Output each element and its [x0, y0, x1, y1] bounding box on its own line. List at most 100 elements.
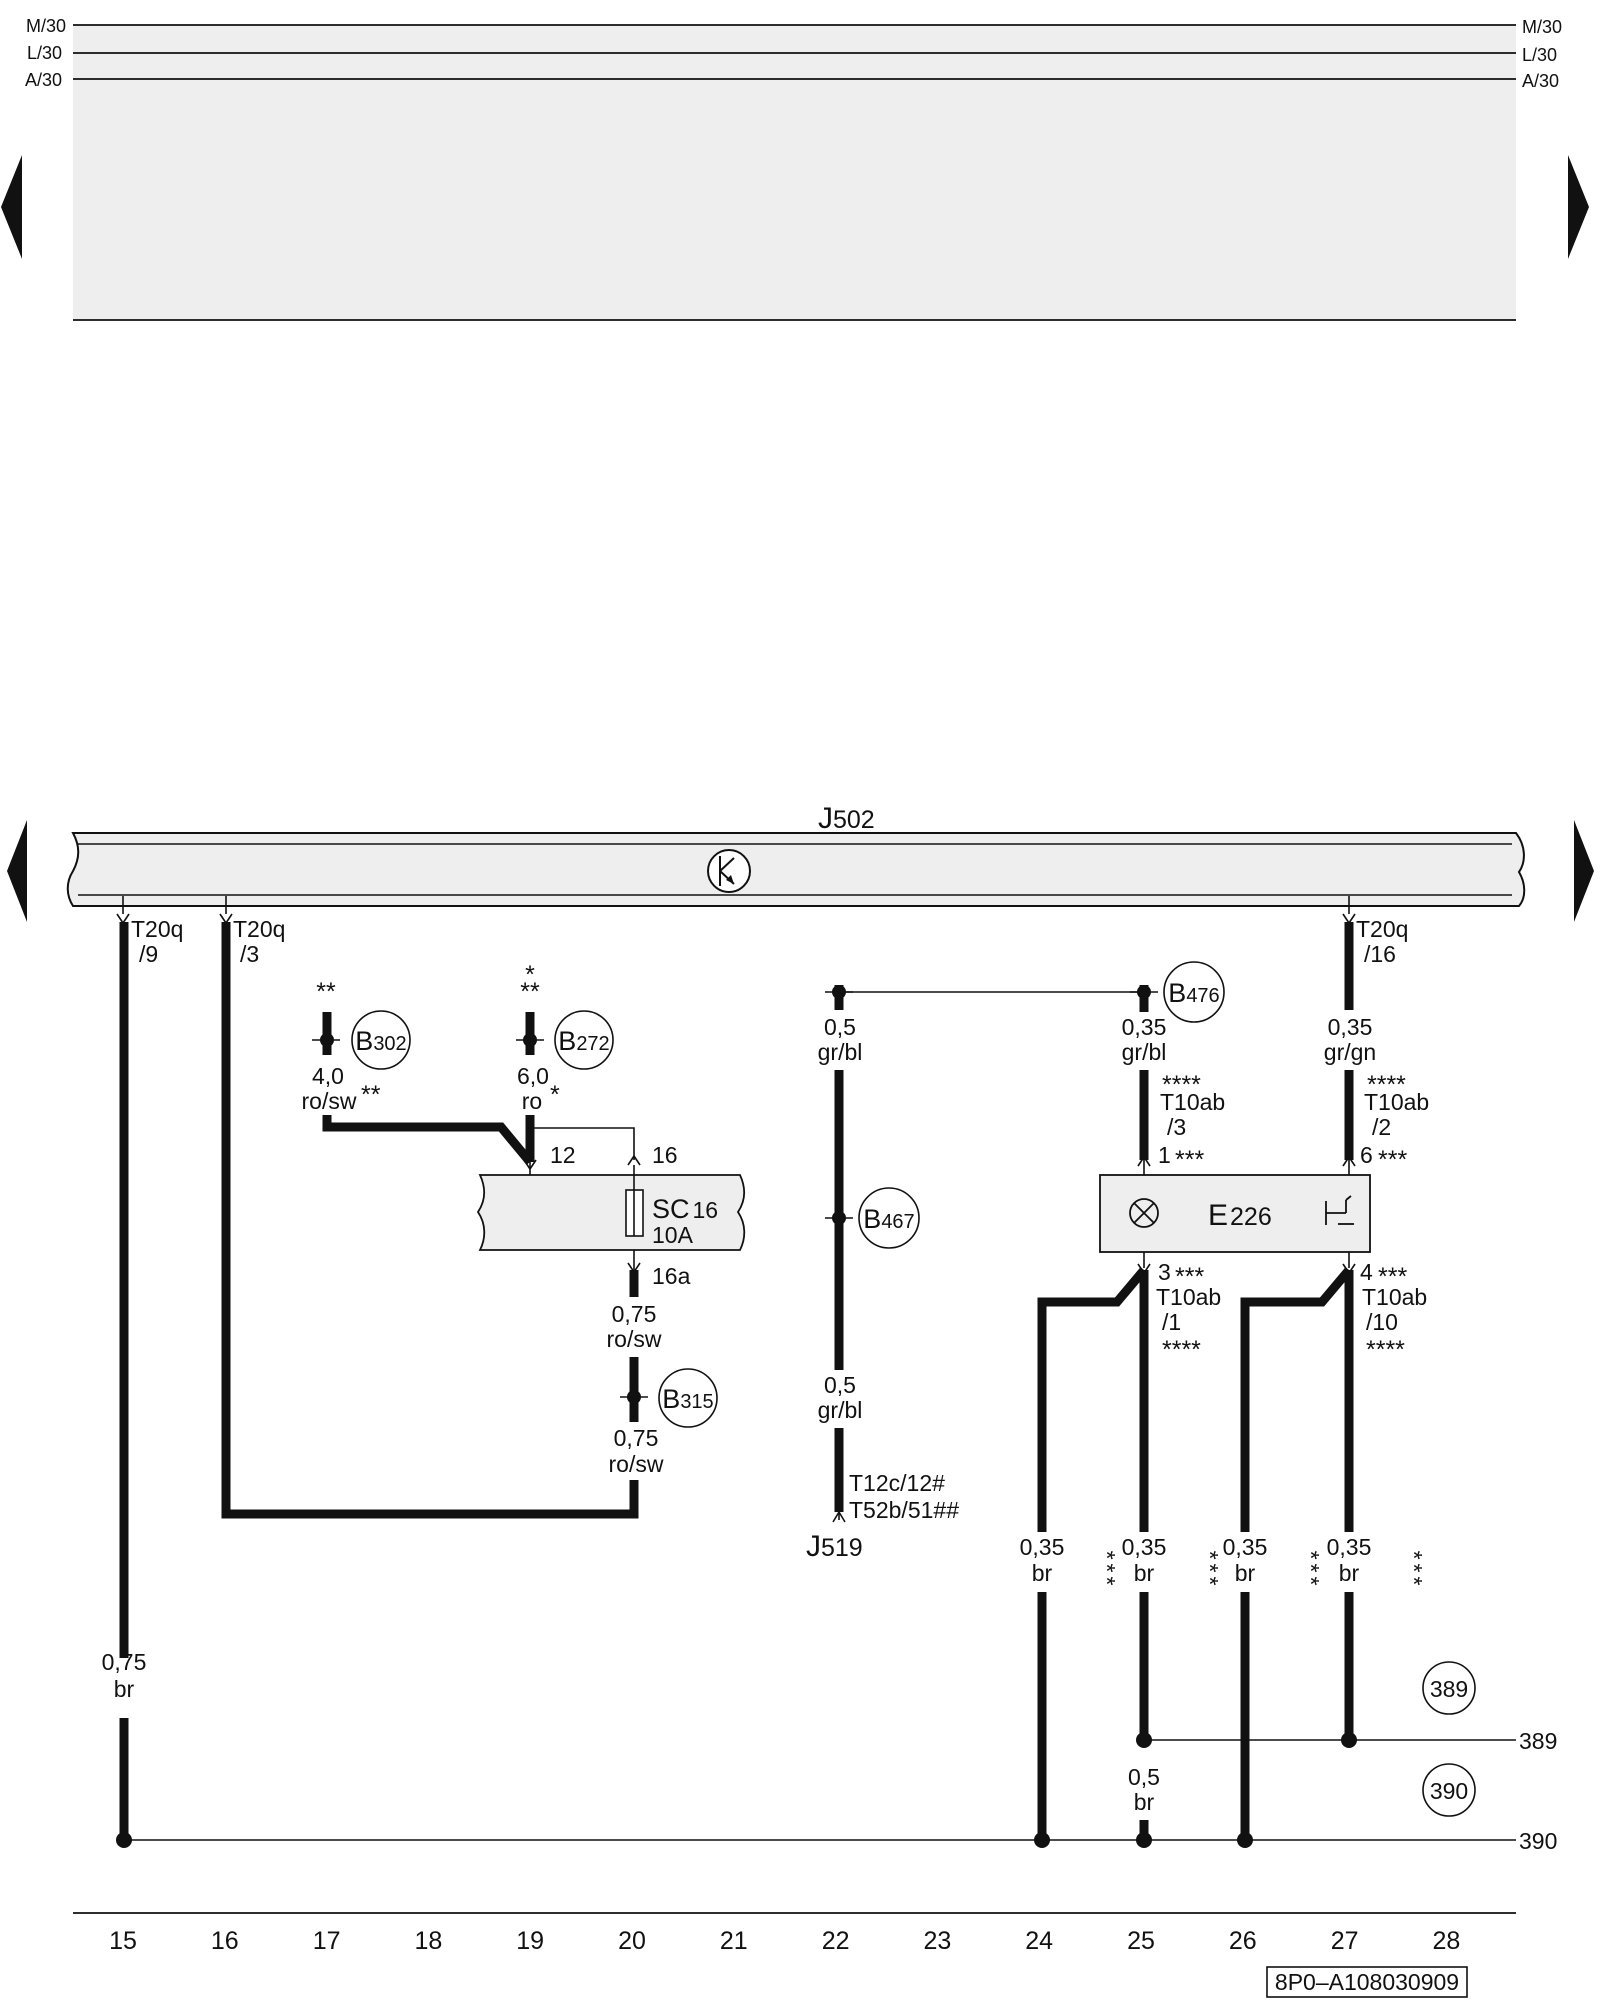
next-page-arrow-icon-lower[interactable] [1574, 820, 1594, 922]
next-page-arrow-icon[interactable] [1568, 155, 1589, 259]
track-number: 28 [1432, 1927, 1460, 1955]
pin-16-arrow-icon [627, 1154, 641, 1166]
b272-label: B272 [558, 1026, 609, 1056]
wire-br-1-color: br [1032, 1560, 1053, 1586]
track-number: 16 [211, 1927, 239, 1955]
b315-label: B315 [662, 1384, 713, 1414]
wire-size-main: 0,75 [102, 1649, 147, 1675]
j502-housing [66, 832, 1526, 907]
conn-t20q-9-b: /9 [139, 941, 158, 967]
track-number: 17 [313, 1927, 341, 1955]
wire-color-main: br [114, 1676, 135, 1702]
e226-pin1-stars: *** [1175, 1146, 1204, 1174]
b467-wire-b-size: 0,5 [824, 1372, 856, 1398]
e226-label: E226 [1208, 1199, 1272, 1232]
ground-390-joint-d [1237, 1832, 1253, 1848]
rail-label-l30-right: L/30 [1522, 45, 1557, 65]
b467-wire-a-color: gr/bl [818, 1039, 863, 1065]
conn-t20q-9-a: T20q [131, 916, 183, 942]
t10ab-1-stars: **** [1162, 1336, 1201, 1364]
b315-wire-a-color: ro/sw [607, 1326, 662, 1352]
b467-wire-a-size: 0,5 [824, 1014, 856, 1040]
wire-br-1-size: 0,35 [1020, 1534, 1065, 1560]
t10ab-1-b: /1 [1162, 1309, 1181, 1335]
b302-connector [351, 1010, 411, 1070]
wire-br-1-stars: *** [1094, 1551, 1120, 1590]
fuse-rating: 10A [652, 1222, 694, 1248]
t10ab-3-stars: **** [1162, 1071, 1201, 1099]
connector-arrow-icon [1342, 913, 1356, 925]
ground-390-badge[interactable] [1422, 1763, 1476, 1817]
j502-label: J502 [818, 802, 875, 835]
b302-color: ro/sw [302, 1088, 357, 1114]
b272-color: ro [522, 1088, 542, 1114]
wire-br-2-size: 0,35 [1122, 1534, 1167, 1560]
switch-icon [1325, 1195, 1354, 1225]
t10ab-10-b: /10 [1366, 1309, 1398, 1335]
j519-conn-b: T52b/51## [849, 1497, 959, 1523]
ground-389-joint-b [1341, 1732, 1357, 1748]
wire-br-2-color: br [1134, 1560, 1155, 1586]
t10ab-2-a: T10ab [1364, 1089, 1429, 1115]
wire-br-3-stars: *** [1298, 1551, 1324, 1590]
b467-top-joint [832, 985, 846, 999]
prev-page-arrow-icon[interactable] [1, 155, 22, 259]
e226-pin3-stars: *** [1175, 1263, 1204, 1291]
b467-label: B467 [863, 1204, 914, 1234]
conn-t20q-16-b: /16 [1364, 941, 1396, 967]
t10ab-3-b: /3 [1167, 1114, 1186, 1140]
rail-label-a30-left: A/30 [25, 70, 62, 90]
rail-label-a30-right: A/30 [1522, 71, 1559, 91]
e226-pin4-stars: *** [1378, 1263, 1407, 1291]
b476-wire-color: gr/bl [1122, 1039, 1167, 1065]
fuse-bridge [529, 1127, 635, 1162]
ground-390-end-label: 390 [1519, 1828, 1557, 1854]
doc-code-box [1266, 1966, 1468, 1998]
e226-pin6-stars: *** [1378, 1146, 1407, 1174]
b302-joint [320, 1033, 334, 1047]
track-number: 25 [1127, 1927, 1155, 1955]
connector-arrow-icon [1342, 1155, 1356, 1167]
t10ab-10-a: T10ab [1362, 1284, 1427, 1310]
track-number: 15 [109, 1927, 137, 1955]
b272-joint [523, 1033, 537, 1047]
ground-389-badge[interactable] [1422, 1661, 1476, 1715]
connector-arrow-icon [1137, 1155, 1151, 1167]
track-number: 21 [720, 1927, 748, 1955]
fuse-pin-12-label: 12 [550, 1142, 576, 1168]
rail-label-m30-right: M/30 [1522, 17, 1562, 37]
conn-t20q-3-b: /3 [240, 941, 259, 967]
ground-390-joint-a [116, 1832, 132, 1848]
prev-page-arrow-icon-lower[interactable] [7, 820, 27, 922]
e226-pin1: 1 [1158, 1142, 1171, 1168]
wire-gr-gn-size: 0,35 [1328, 1014, 1373, 1040]
ground-389-joint-a [1136, 1732, 1152, 1748]
b302-size: 4,0 [312, 1063, 344, 1089]
ground-389-end-label: 389 [1519, 1728, 1557, 1754]
track-number: 18 [414, 1927, 442, 1955]
conn-t20q-16-a: T20q [1356, 916, 1408, 942]
connector-arrow-icon [219, 913, 233, 925]
b272-star-a: * [525, 961, 535, 989]
wire-e226-pin4-branch [1240, 1267, 1353, 1532]
b272-star-b: ** [520, 978, 540, 1006]
wire-e226-pin3-branch [1037, 1267, 1148, 1532]
b315-wire-a-size: 0,75 [612, 1301, 657, 1327]
connector-arrow-icon [523, 1159, 537, 1171]
track-number: 26 [1229, 1927, 1257, 1955]
b476-wire-size: 0,35 [1122, 1014, 1167, 1040]
b315-wire-b-color: ro/sw [609, 1451, 664, 1477]
wire-br-3-size: 0,35 [1223, 1534, 1268, 1560]
b315-wire-b-size: 0,75 [614, 1425, 659, 1451]
j519-conn-a: T12c/12# [849, 1470, 945, 1496]
track-number: 20 [618, 1927, 646, 1955]
ground-390-joint-b [1034, 1832, 1050, 1848]
j519-label: J519 [806, 1530, 863, 1563]
ground-389-badge-text: 389 [1430, 1676, 1468, 1702]
t10ab-2-b: /2 [1372, 1114, 1391, 1140]
t10ab-1-a: T10ab [1156, 1284, 1221, 1310]
rail-label-l30-left: L/30 [27, 43, 62, 63]
fuse-holder [476, 1174, 746, 1251]
b315-connector [658, 1368, 718, 1428]
